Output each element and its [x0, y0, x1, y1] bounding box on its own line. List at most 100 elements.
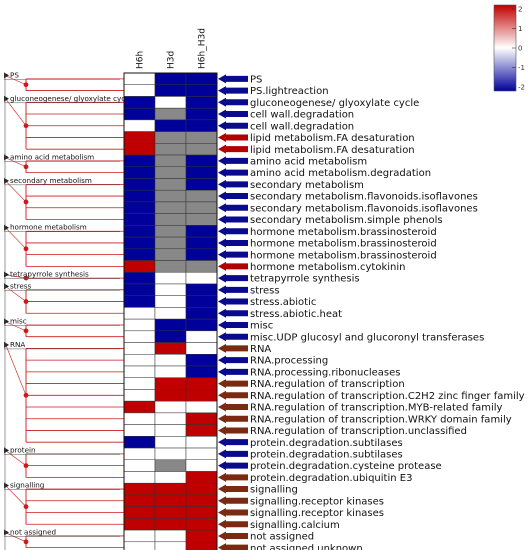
heat-cell: [185, 494, 218, 507]
legend-tick-label: 2: [518, 6, 522, 14]
row-arrow: [218, 261, 248, 271]
row-label: secondary metabolism.flavonoids.isoflavo…: [250, 192, 478, 203]
heat-cell: [185, 506, 218, 519]
row-label: signalling.calcium: [250, 520, 340, 531]
heat-cell: [123, 529, 156, 543]
heat-cell: [185, 471, 218, 484]
row-label: RNA.regulation of transcription.WRKY dom…: [250, 414, 512, 425]
row-label: cell wall.degradation: [250, 110, 354, 121]
heat-cell: [185, 377, 218, 390]
heat-cell: [154, 365, 187, 378]
heat-cell: [185, 271, 218, 285]
heat-cell: [123, 295, 156, 308]
row-arrow: [218, 332, 248, 342]
heat-cell: [123, 248, 156, 261]
group-label: amino acid metabolism: [10, 152, 94, 161]
heat-cell: [123, 400, 156, 414]
heat-cell: [154, 518, 187, 531]
tree-branch: [5, 286, 27, 302]
heat-cell: [123, 225, 156, 238]
row-arrow: [218, 273, 248, 283]
row-arrow: [218, 543, 248, 550]
heat-cell: [123, 178, 156, 191]
row-arrow: [218, 414, 248, 424]
heat-cell: [123, 72, 156, 85]
group-label: misc: [10, 316, 27, 325]
group-label: PS: [10, 70, 19, 79]
heat-cell: [123, 84, 156, 97]
tree-branch: [5, 75, 27, 85]
heat-cell: [123, 213, 156, 226]
group-label: not assigned: [10, 527, 56, 536]
tree-branch: [5, 532, 27, 543]
heat-cell: [185, 389, 218, 402]
heat-cell: [185, 119, 218, 132]
row-label: secondary metabolism.flavonoids.isoflavo…: [250, 203, 478, 214]
row-arrow: [218, 367, 248, 377]
heat-cell: [154, 107, 187, 121]
group-label: hormone metabolism: [10, 223, 87, 232]
heat-cell: [185, 330, 218, 343]
heat-cell: [123, 377, 156, 390]
row-label: hormone metabolism.brassinosteroid: [250, 250, 437, 261]
heat-cell: [185, 424, 218, 437]
heat-cell: [154, 166, 187, 179]
heat-cell: [185, 72, 218, 85]
heat-cell: [154, 283, 187, 296]
row-arrow: [218, 320, 248, 330]
row-arrow: [218, 461, 248, 471]
heat-cell: [185, 225, 218, 238]
heat-cell: [123, 365, 156, 378]
legend-tick-label: 1: [518, 25, 522, 33]
column-header: H6h_H3d: [198, 28, 208, 69]
row-label: hormone metabolism.brassinosteroid: [250, 227, 437, 238]
heat-cell: [123, 354, 156, 367]
row-label: misc.UDP glucosyl and glucoronyl transfe…: [250, 332, 484, 343]
row-arrow: [218, 472, 248, 482]
heat-cell: [154, 248, 187, 261]
row-arrow: [218, 355, 248, 365]
group-label: tetrapyrrole synthesis: [10, 270, 89, 279]
row-label: PS: [250, 74, 262, 85]
heat-cell: [154, 96, 187, 109]
tree-branch: [5, 274, 27, 279]
row-arrow: [218, 191, 248, 201]
heat-cell: [123, 389, 156, 402]
row-arrow: [218, 297, 248, 307]
row-arrow: [218, 226, 248, 236]
row-arrow: [218, 343, 248, 353]
heat-cell: [123, 541, 156, 550]
heat-cell: [123, 342, 156, 355]
row-arrow: [218, 250, 248, 260]
row-label: cell wall.degradation: [250, 121, 354, 132]
row-label: not assigned.unknown: [250, 543, 363, 550]
heat-cell: [123, 330, 156, 343]
heat-cell: [154, 271, 187, 285]
row-label: gluconeogenese/ glyoxylate cycle: [250, 98, 419, 109]
heat-cell: [154, 72, 187, 85]
heat-cell: [185, 529, 218, 543]
heat-cell: [185, 342, 218, 355]
column-header: H6h: [136, 51, 146, 69]
heat-cell: [185, 283, 218, 296]
heat-cell: [123, 143, 156, 156]
color-legend: 210-1-2: [493, 4, 525, 92]
row-label: PS.lightreaction: [250, 86, 329, 97]
heat-cell: [185, 131, 218, 144]
row-label: hormone metabolism.cytokinin: [250, 262, 406, 273]
heat-cell: [185, 260, 218, 273]
heat-cell: [185, 307, 218, 320]
row-arrow: [218, 238, 248, 248]
row-arrow: [218, 285, 248, 295]
row-label: amino acid metabolism.degradation: [250, 168, 431, 179]
heat-cell: [154, 236, 187, 250]
row-arrow: [218, 484, 248, 494]
heat-cell: [154, 377, 187, 390]
heat-cell: [154, 389, 187, 402]
tree-branch: [5, 157, 27, 168]
row-arrow: [218, 531, 248, 541]
heat-cell: [185, 178, 218, 191]
row-label: RNA.regulation of transcription: [250, 379, 405, 390]
row-arrow: [218, 97, 248, 107]
